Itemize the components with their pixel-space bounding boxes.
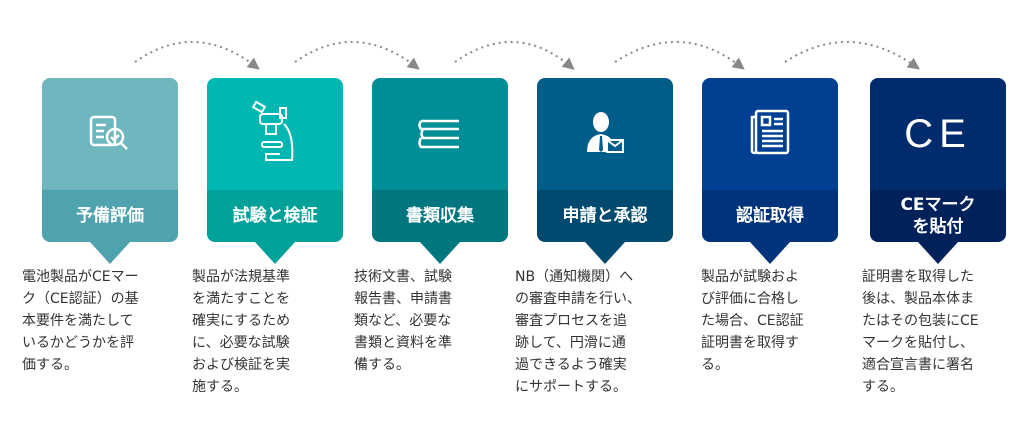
step-description: 製品が法規基準 を満たすことを 確実にするため に、必要な試験 および検証を実 …: [192, 269, 291, 395]
step-description: 電池製品がCEマー ク（CE認証）の基 本要件を満たして いるかどうかを評 価す…: [22, 269, 139, 373]
arrow-3-4: [454, 41, 575, 70]
step-card-1: 予備評価: [42, 78, 178, 264]
pointer: [585, 242, 625, 264]
pointer: [420, 242, 460, 264]
pointer: [750, 242, 790, 264]
pointer: [918, 242, 958, 264]
step-description: 製品が試験およ び評価に合格し た場合、CE認証 証明書を取得す る。: [701, 269, 804, 373]
step-title: 認証取得: [702, 190, 838, 242]
step-title: 申請と承認: [537, 190, 673, 242]
step-card-2: 試験と検証: [207, 78, 343, 264]
person-mail-icon: [585, 110, 625, 158]
step-title: 予備評価: [42, 190, 178, 242]
certificate-icon: [750, 109, 790, 159]
step-title: 試験と検証: [207, 190, 343, 242]
step-description: 証明書を取得した 後は、製品本体ま たはその包装にCE マークを貼付し、 適合宣…: [862, 269, 979, 395]
arrow-4-5: [614, 41, 745, 70]
step-description: NB（通知機関）へ の審査申請を行い、 審査プロセスを追 跡して、円滑に通 過で…: [515, 269, 641, 395]
step-card-4: 申請と承認: [537, 78, 673, 264]
step-card-6: CE CEマーク を貼付: [870, 78, 1006, 264]
microscope-icon: [250, 100, 300, 168]
step-card-5: 認証取得: [702, 78, 838, 264]
pointer: [255, 242, 295, 264]
flow-arrows: [134, 40, 920, 70]
step-description: 技術文書、試験 報告書、申請書 類など、必要な 書類と資料を準 備する。: [354, 269, 452, 373]
step-title: CEマーク を貼付: [870, 190, 1006, 242]
ce-mark-icon: CE: [904, 111, 972, 156]
books-icon: [417, 115, 463, 153]
arrow-2-3: [294, 41, 420, 70]
document-search-icon: [85, 107, 135, 161]
step-title: 書類収集: [372, 190, 508, 242]
arrow-5-6: [784, 40, 920, 70]
pointer: [90, 242, 130, 264]
step-card-3: 書類収集: [372, 78, 508, 264]
arrow-1-2: [134, 41, 260, 70]
